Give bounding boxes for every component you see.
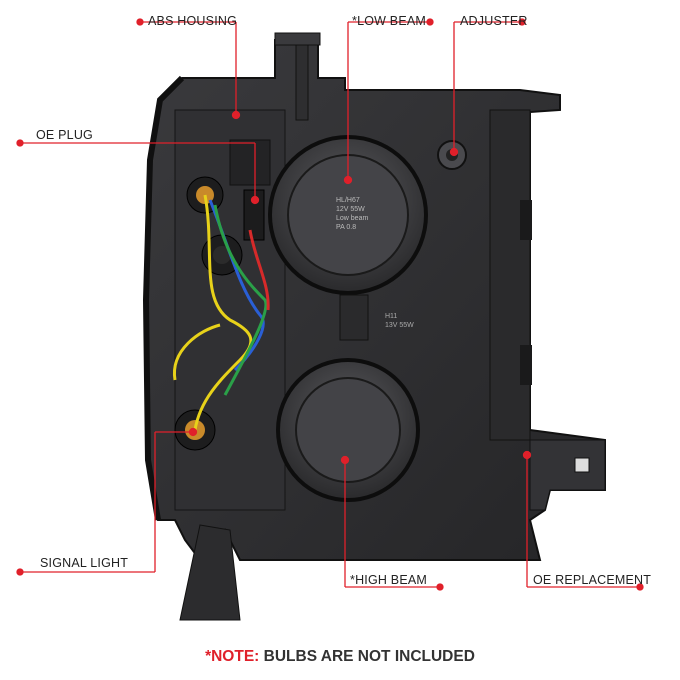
label-oe-replacement: OE REPLACEMENT: [533, 573, 652, 587]
note-text: *NOTE: BULBS ARE NOT INCLUDED: [0, 648, 680, 666]
label-signal-light: SIGNAL LIGHT: [40, 556, 129, 570]
oe-plug-connector: [243, 189, 265, 241]
h11-label-2: 13V 55W: [385, 322, 414, 329]
note-prefix: *NOTE:: [205, 648, 260, 665]
low-beam-bulb-text-2: 12V 55W: [336, 206, 365, 213]
bulb-connector: [339, 294, 369, 341]
low-beam-bulb: HL/H67 12V 55W Low beam PA 0.8: [268, 135, 428, 295]
label-high-beam: *HIGH BEAM: [350, 573, 428, 587]
low-beam-bulb-text-1: HL/H67: [336, 197, 360, 204]
label-adjuster: ADJUSTER: [460, 14, 528, 28]
callout-lines: [16, 18, 644, 591]
label-low-beam: *LOW BEAM: [352, 14, 427, 28]
wiring-harness: [173, 194, 270, 431]
label-abs-housing: ABS HOUSING: [148, 14, 238, 28]
label-oe-plug: OE PLUG: [36, 128, 93, 142]
h11-label-1: H11: [385, 313, 397, 320]
low-beam-bulb-text-4: PA 0.8: [336, 224, 356, 231]
high-beam-bulb: [276, 358, 420, 502]
middle-socket: [201, 234, 243, 276]
note-body: BULBS ARE NOT INCLUDED: [263, 648, 475, 665]
low-beam-bulb-text-3: Low beam: [336, 215, 368, 222]
